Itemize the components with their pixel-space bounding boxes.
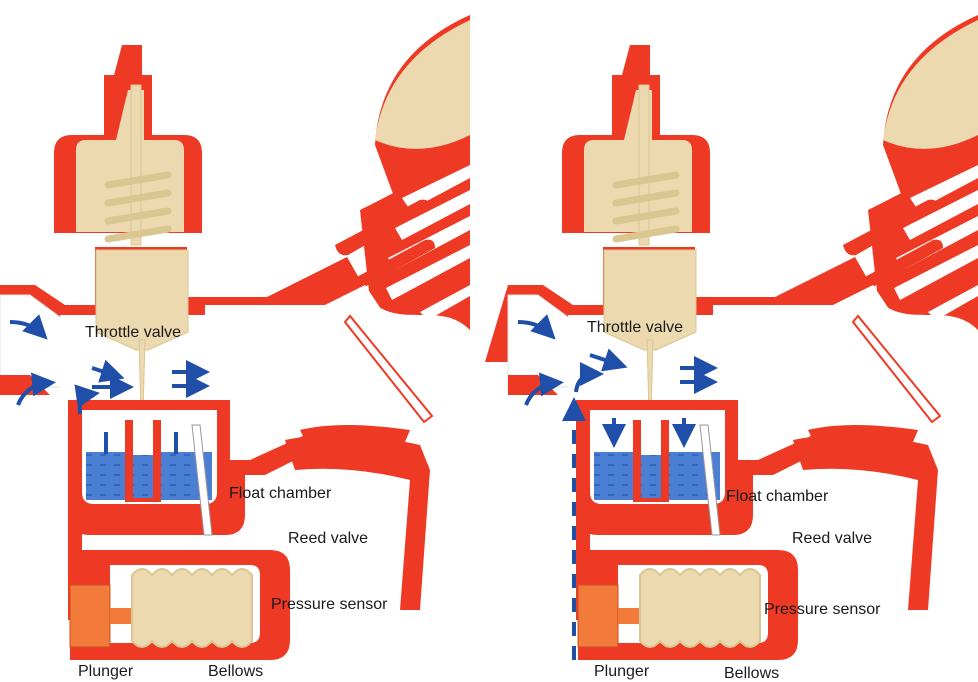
right-panel <box>485 15 978 660</box>
label-reed-valve-left: Reed valve <box>288 530 368 547</box>
label-plunger-right: Plunger <box>594 663 650 680</box>
label-float-chamber-right: Float chamber <box>726 488 829 505</box>
left-panel <box>0 15 470 660</box>
label-pressure-sensor-right: Pressure sensor <box>764 601 881 618</box>
label-throttle-valve-left: Throttle valve <box>85 324 181 341</box>
label-bellows-left: Bellows <box>208 663 263 680</box>
label-throttle-valve-right: Throttle valve <box>587 319 683 336</box>
label-float-chamber-left: Float chamber <box>229 485 332 502</box>
label-pressure-sensor-left: Pressure sensor <box>271 596 388 613</box>
label-plunger-left: Plunger <box>78 663 134 680</box>
label-bellows-right: Bellows <box>724 665 779 682</box>
label-reed-valve-right: Reed valve <box>792 530 872 547</box>
